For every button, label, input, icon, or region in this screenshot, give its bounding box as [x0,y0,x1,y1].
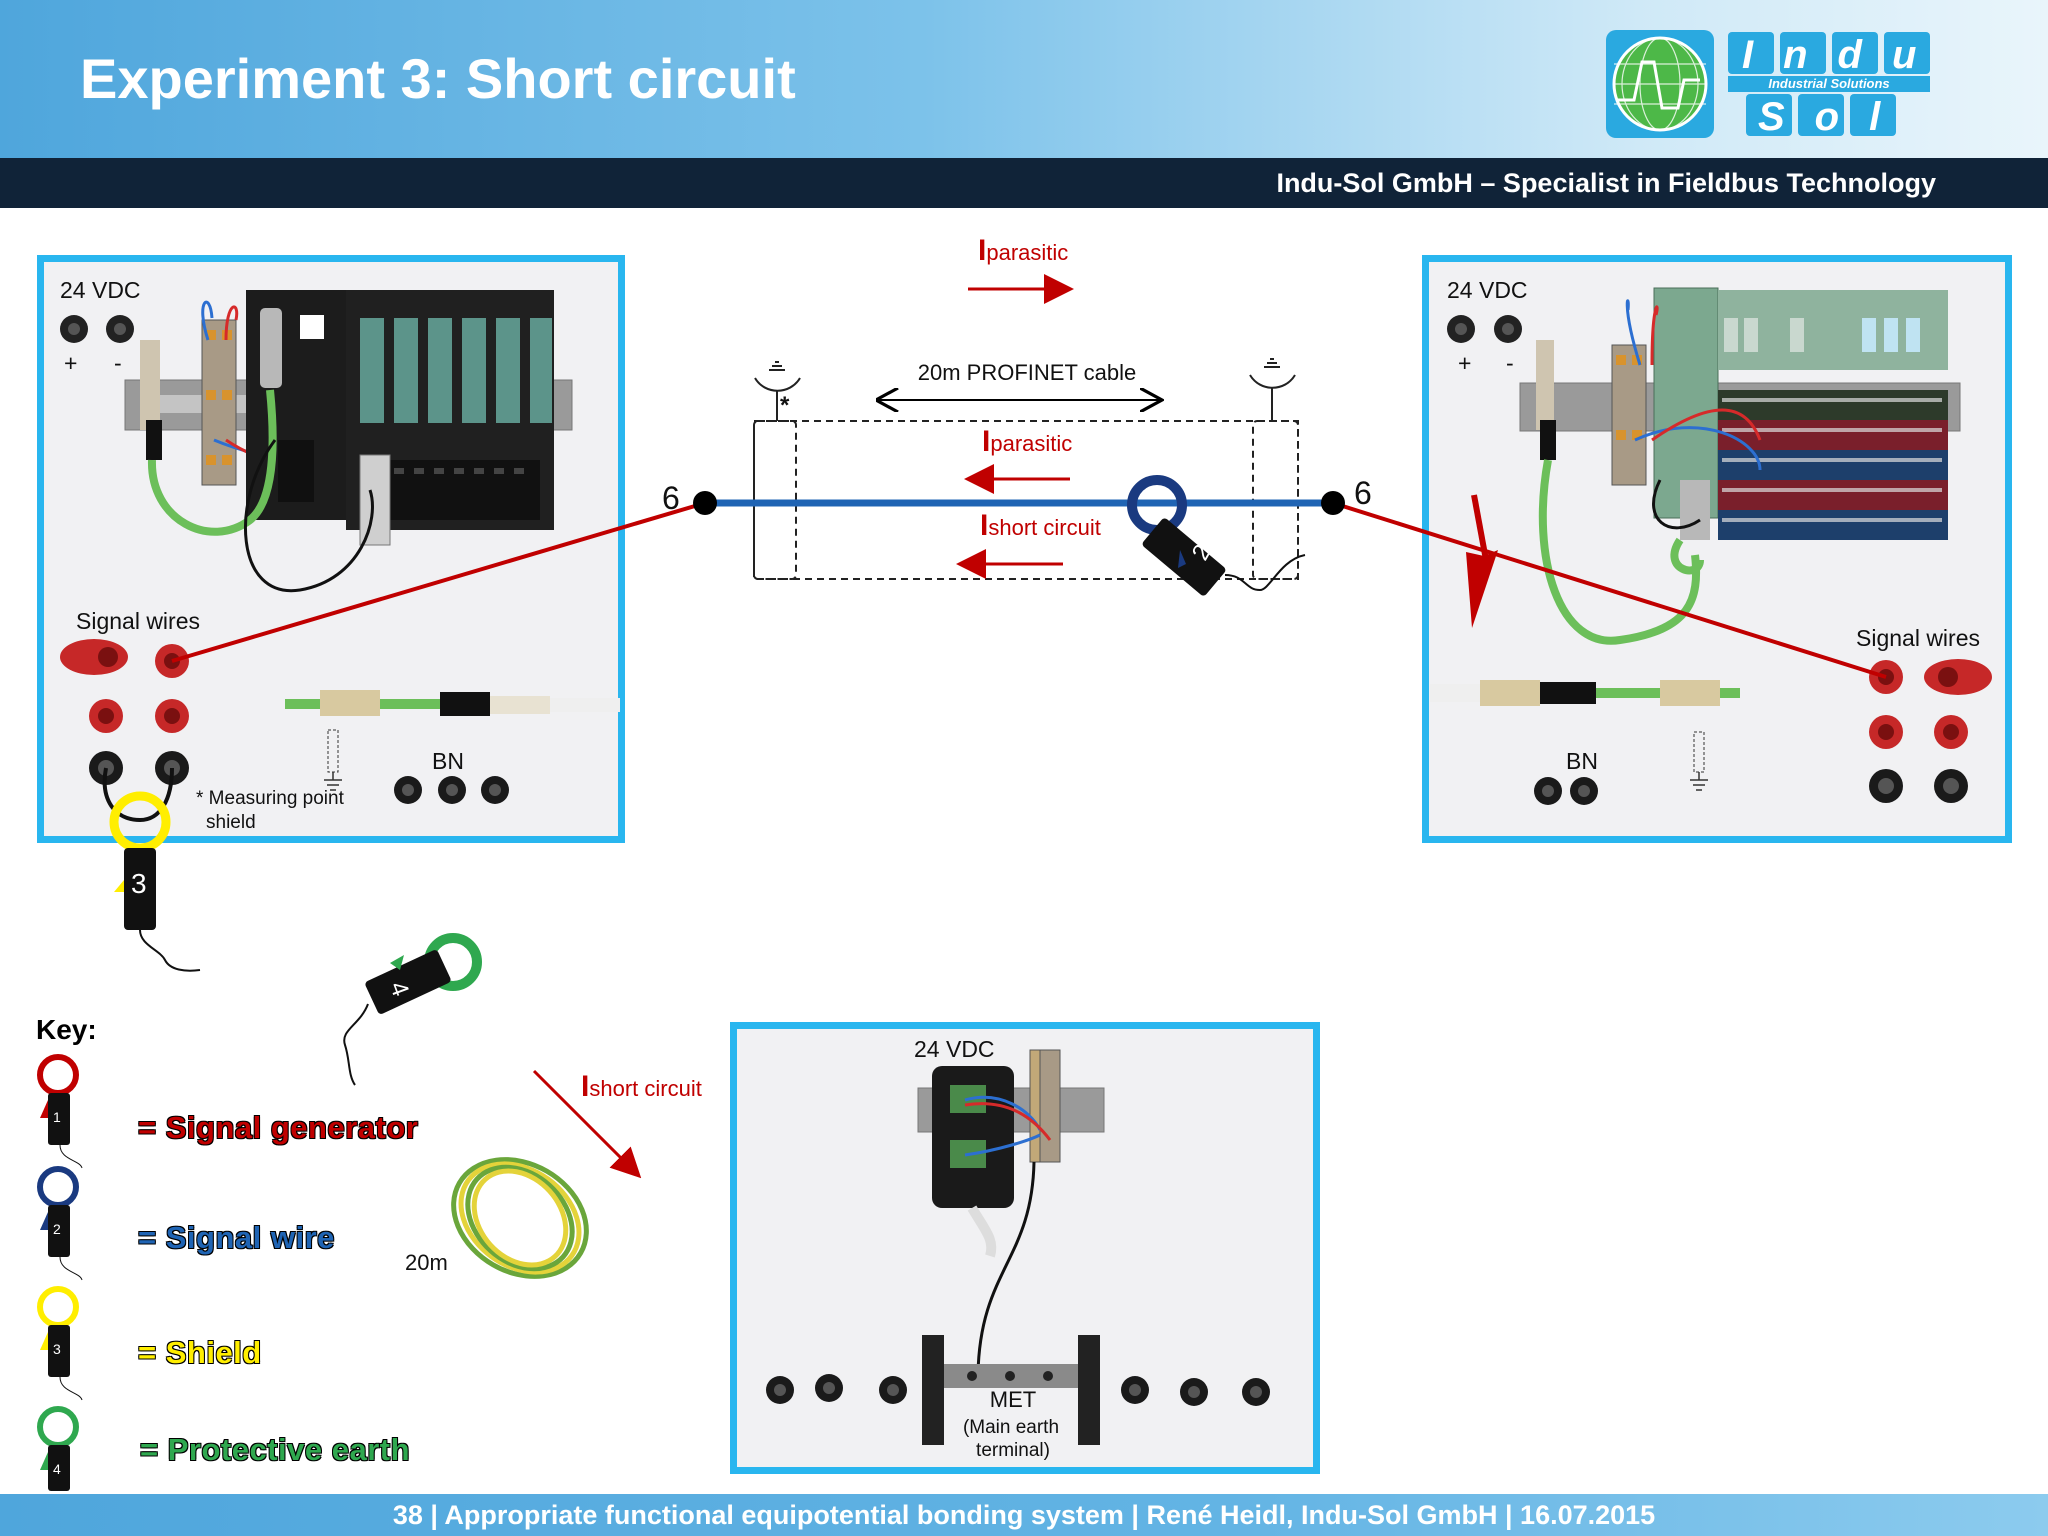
right-bn-sockets [1534,777,1598,805]
shield-measure-asterisk: * [780,392,790,419]
shield-clamp-3 [109,791,201,972]
met-label-3: terminal) [976,1440,1050,1461]
key-protective-earth-label: = Protective earth [140,1432,411,1467]
bottom-short-circuit-label: Ishort circuit [581,1070,702,1103]
slide-title: Experiment 3: Short circuit [80,47,796,110]
right-signal-red-wire [1332,501,1887,679]
measuring-point-note: * Measuring point [196,788,344,809]
right-green-cable [1538,459,1701,645]
right-plus-label: + [1458,350,1472,376]
right-node-label: 6 [1354,475,1372,511]
bottom-short-circuit-arrow [532,1069,642,1179]
footer-bar [0,1494,2048,1536]
right-power-sockets [1447,315,1522,343]
key-signal-generator-icon: 1 [37,1054,83,1169]
main-earth-terminal [922,1335,1100,1445]
left-node-6 [693,491,717,515]
right-shield-symbol [1693,731,1705,773]
logo-text-bottom: Sol [1758,95,1910,139]
left-shield-symbol [327,729,339,773]
left-terminal-block [201,319,237,486]
left-rj45-cable [285,690,620,716]
company-tagline: Indu-Sol GmbH – Specialist in Fieldbus T… [1276,168,1936,198]
key-shield-label: = Shield [138,1335,262,1370]
left-bn-label: BN [432,748,464,774]
parasitic-mid-label: Iparasitic [982,425,1072,458]
met-label-1: MET [990,1387,1036,1412]
left-minus-label: - [114,350,122,376]
clamp-3-number: 3 [131,868,147,899]
short-circuit-cable-label: Ishort circuit [980,509,1101,542]
left-plus-label: + [64,350,78,376]
parasitic-top-label: Iparasitic [978,234,1068,267]
key-number-3: 3 [53,1341,61,1357]
left-black-cable [243,439,374,593]
header-subbar [0,158,2048,208]
cable-length-label: 20m PROFINET cable [918,360,1136,385]
green-yellow-coil [451,1157,589,1279]
measuring-point-note-2: shield [206,812,256,833]
right-voltage-label: 24 VDC [1447,277,1528,303]
right-minus-label: - [1506,350,1514,376]
key-number-2: 2 [53,1221,61,1237]
key-title: Key: [36,1014,97,1045]
coil-length-label: 20m [405,1250,448,1275]
key-protective-earth-icon: 4 [37,1406,79,1491]
key-signal-wire-label: = Signal wire [138,1220,335,1255]
met-voltage-label: 24 VDC [914,1036,995,1062]
left-antenna-symbol [754,361,801,421]
logo-text-top: Indu [1742,33,1934,77]
right-signal-wires-label: Signal wires [1856,625,1980,651]
right-io-modules [1718,290,1948,540]
right-bus-coupler [1653,287,1719,519]
met-black-wire [976,1161,1036,1375]
left-power-sockets [60,315,134,343]
right-node-6 [1321,491,1345,515]
left-signal-red-wire [171,501,706,663]
key-number-4: 4 [53,1461,61,1477]
met-panel-sockets [766,1374,1270,1406]
left-io-modules [346,290,554,546]
left-signal-wires-label: Signal wires [76,608,200,634]
right-bn-label: BN [1566,748,1598,774]
left-bn-sockets [394,776,509,804]
left-node-label: 6 [662,480,680,516]
footer-text: 38 | Appropriate functional equipotentia… [392,1500,1656,1530]
met-terminal-block [1029,1049,1061,1163]
signal-wire-clamp-2: 2 [1127,475,1306,596]
key-signal-wire-icon: 2 [37,1166,83,1281]
right-terminal-block [1611,344,1647,486]
met-label-2: (Main earth [963,1417,1059,1438]
logo-text-sub: Industrial Solutions [1768,76,1889,91]
right-antenna-symbol [1249,358,1296,421]
key-signal-generator-label: = Signal generator [138,1110,419,1145]
right-rj45-cable [1430,680,1740,706]
left-voltage-label: 24 VDC [60,277,141,303]
key-shield-icon: 3 [37,1286,83,1401]
right-signal-sockets [1869,659,1992,803]
left-signal-sockets [60,639,189,785]
indu-sol-logo: Indu Industrial Solutions Sol [1606,30,1934,139]
key-number-1: 1 [53,1109,61,1125]
protective-earth-clamp-4: 4 [343,933,482,1086]
